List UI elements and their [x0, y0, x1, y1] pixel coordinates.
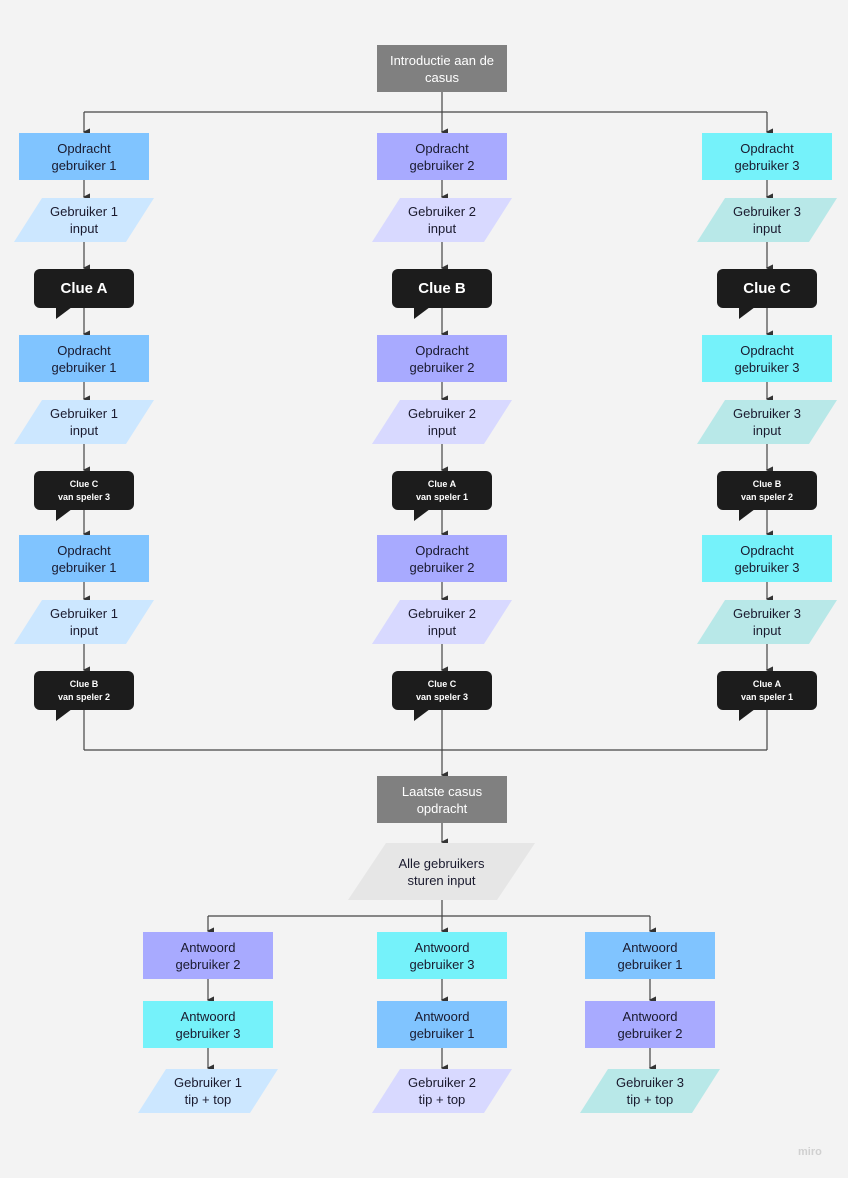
answer-node: Antwoord gebruiker 3: [143, 1001, 273, 1048]
tip-top-node: Gebruiker 3 tip + top: [580, 1069, 720, 1113]
tip-top-node: Gebruiker 2 tip + top: [372, 1069, 512, 1113]
clue-sub: van speler 3: [57, 491, 111, 502]
clue-bubble: Clue B: [392, 269, 492, 319]
clue-bubble: Clue B van speler 2: [34, 671, 134, 721]
clue-bubble: Clue A van speler 1: [717, 671, 817, 721]
miro-watermark: miro: [798, 1146, 822, 1158]
input-node: Gebruiker 2 input: [372, 198, 512, 242]
clue-sub: van speler 2: [740, 491, 794, 502]
input-node: Gebruiker 2 input: [372, 400, 512, 444]
answer-node: Antwoord gebruiker 1: [377, 1001, 507, 1048]
clue-bubble: Clue A van speler 1: [392, 471, 492, 521]
opdracht-node: Opdracht gebruiker 2: [377, 335, 507, 382]
intro-node: Introductie aan de casus: [377, 45, 507, 92]
clue-title: Clue B: [69, 678, 99, 689]
clue-title: Clue B: [752, 478, 782, 489]
clue-title: Clue A: [427, 478, 457, 489]
answer-node: Antwoord gebruiker 3: [377, 932, 507, 979]
clue-title: Clue C: [427, 678, 457, 689]
clue-bubble: Clue B van speler 2: [717, 471, 817, 521]
clue-bubble: Clue C van speler 3: [34, 471, 134, 521]
clue-title: Clue A: [752, 678, 782, 689]
answer-node: Antwoord gebruiker 2: [585, 1001, 715, 1048]
clue-bubble: Clue C: [717, 269, 817, 319]
opdracht-node: Opdracht gebruiker 1: [19, 133, 149, 180]
clue-sub: van speler 3: [415, 691, 469, 702]
final-task-node: Laatste casus opdracht: [377, 776, 507, 823]
opdracht-node: Opdracht gebruiker 3: [702, 535, 832, 582]
opdracht-node: Opdracht gebruiker 1: [19, 535, 149, 582]
opdracht-node: Opdracht gebruiker 3: [702, 133, 832, 180]
input-node: Gebruiker 1 input: [14, 400, 154, 444]
clue-sub: van speler 2: [57, 691, 111, 702]
clue-sub: van speler 1: [415, 491, 469, 502]
opdracht-node: Opdracht gebruiker 3: [702, 335, 832, 382]
opdracht-node: Opdracht gebruiker 1: [19, 335, 149, 382]
tip-top-node: Gebruiker 1 tip + top: [138, 1069, 278, 1113]
clue-title: Clue C: [69, 478, 99, 489]
clue-bubble: Clue C van speler 3: [392, 671, 492, 721]
opdracht-node: Opdracht gebruiker 2: [377, 133, 507, 180]
clue-bubble: Clue A: [34, 269, 134, 319]
clue-sub: van speler 1: [740, 691, 794, 702]
opdracht-node: Opdracht gebruiker 2: [377, 535, 507, 582]
answer-node: Antwoord gebruiker 1: [585, 932, 715, 979]
answer-node: Antwoord gebruiker 2: [143, 932, 273, 979]
